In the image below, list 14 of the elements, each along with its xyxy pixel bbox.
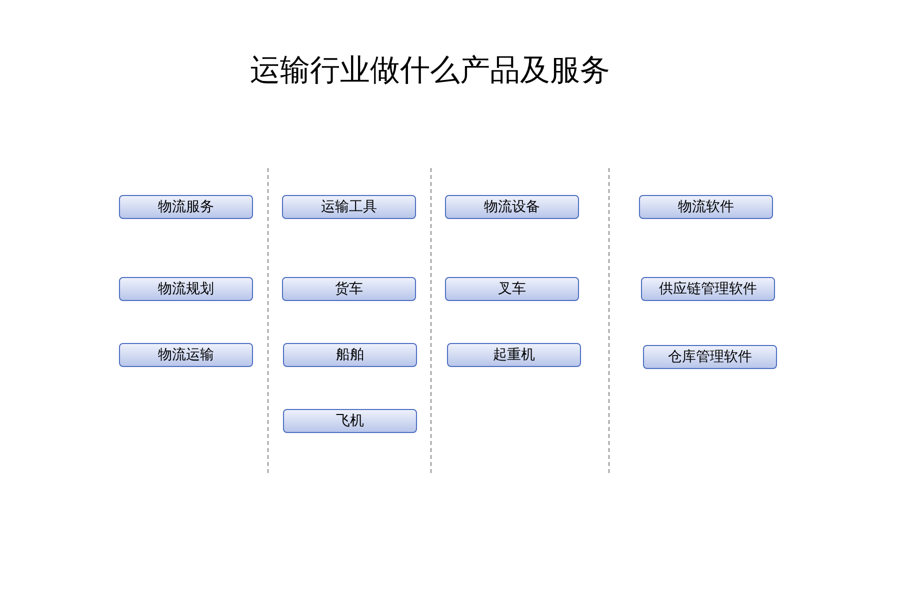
category-box: 供应链管理软件: [641, 277, 775, 301]
category-box: 船舶: [283, 343, 417, 367]
category-box: 物流设备: [445, 195, 579, 219]
category-box: 物流服务: [119, 195, 253, 219]
category-box: 飞机: [283, 409, 417, 433]
category-box: 叉车: [445, 277, 579, 301]
category-box: 货车: [282, 277, 416, 301]
category-box: 物流规划: [119, 277, 253, 301]
category-box: 仓库管理软件: [643, 345, 777, 369]
category-box: 物流软件: [639, 195, 773, 219]
category-box: 物流运输: [119, 343, 253, 367]
title: 运输行业做什么产品及服务: [249, 52, 611, 90]
category-box: 起重机: [447, 343, 581, 367]
category-box: 运输工具: [282, 195, 416, 219]
